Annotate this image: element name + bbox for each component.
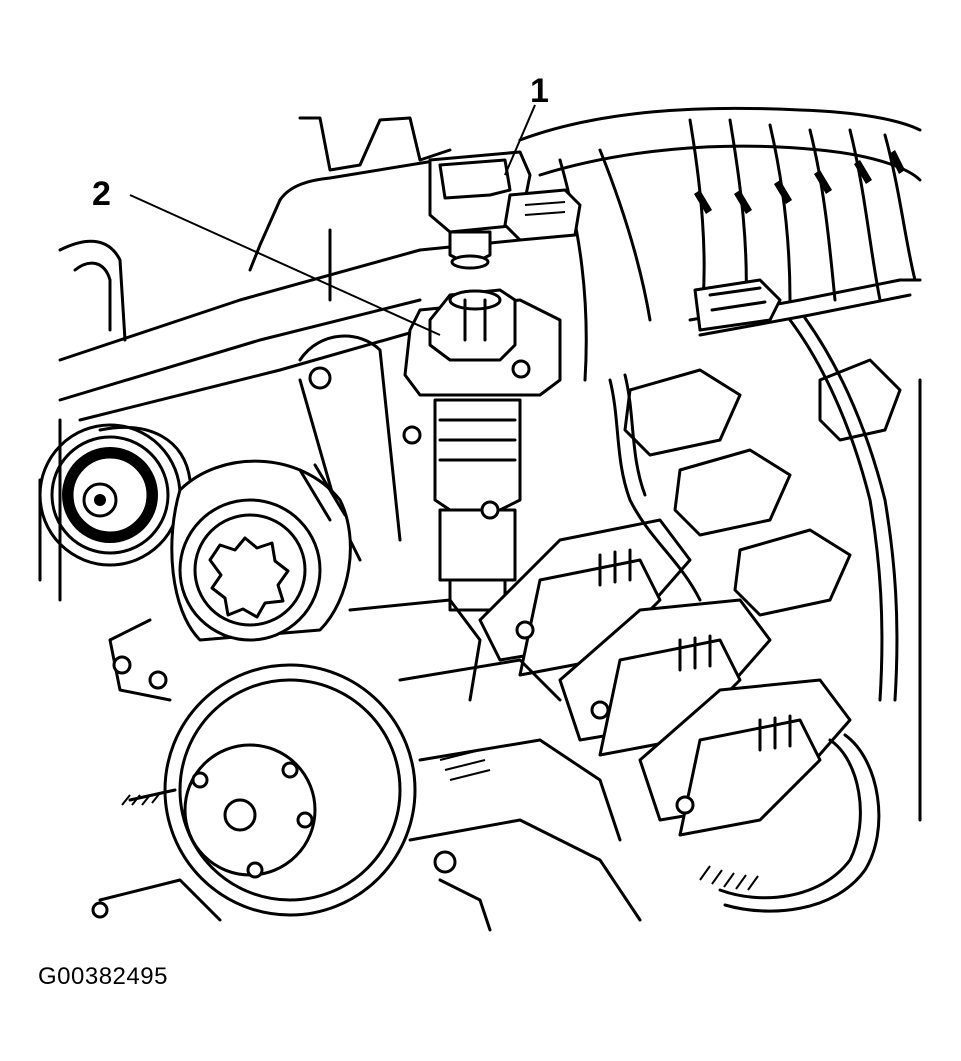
- water-pump-pulley: [108, 618, 417, 917]
- idler-pulley: [38, 423, 192, 567]
- callout-1: 1: [504, 72, 549, 176]
- callout-2: 2: [92, 175, 441, 336]
- callout-2-label: 2: [92, 175, 111, 213]
- wiring-harness: [608, 278, 922, 913]
- engine-block-lower: [38, 378, 922, 932]
- belt-tensioner: [170, 459, 352, 642]
- egr-valve: [402, 150, 582, 612]
- callout-1-label: 1: [530, 72, 549, 110]
- intake-manifold: [298, 106, 922, 382]
- figure-id: G00382495: [38, 963, 168, 990]
- ignition-coils: [478, 358, 902, 837]
